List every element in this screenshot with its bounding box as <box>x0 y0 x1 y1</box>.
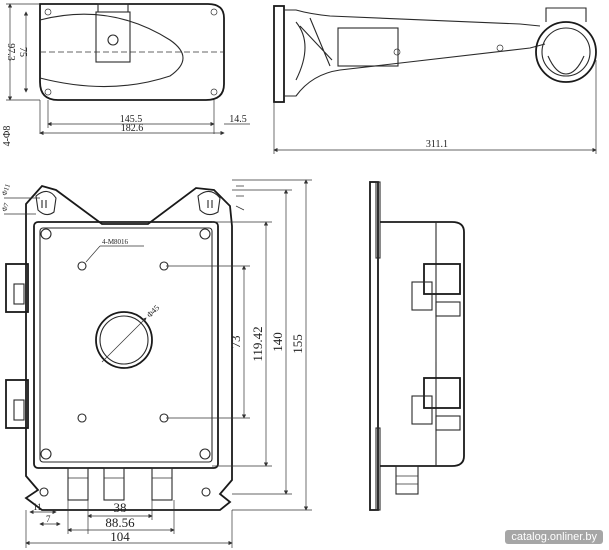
plan-bolt-hole <box>210 8 218 16</box>
left-clamp-top <box>5 263 29 313</box>
plan-outline <box>39 3 225 101</box>
arm-body <box>284 9 546 97</box>
dim-hole-11: Φ11 <box>0 182 12 196</box>
dim-7: 7 <box>46 514 51 524</box>
dim-88-56: 88.56 <box>105 515 135 530</box>
top-plan-view: 97.3 75 4-Φ8 145.5 182.6 14.5 <box>2 3 250 147</box>
dim-145-5: 145.5 <box>120 114 143 125</box>
side-flange-top <box>375 181 381 259</box>
left-ear <box>35 190 57 216</box>
box-side-view <box>369 181 465 511</box>
mount-hole <box>77 413 87 423</box>
mount-hole <box>77 261 87 271</box>
side-gland <box>395 465 419 495</box>
right-ear <box>197 190 221 216</box>
dim-75: 75 <box>17 47 28 57</box>
dim-140: 140 <box>270 332 285 352</box>
plan-bolt-hole <box>44 88 52 96</box>
arm-rib <box>295 17 333 81</box>
watermark: catalog.onliner.by <box>505 530 603 544</box>
side-box-body <box>380 221 465 467</box>
left-clamp-bottom <box>5 379 29 429</box>
center-hole-inner <box>99 315 149 365</box>
corner-screw <box>40 448 52 460</box>
dim-bolt-dia: 4-Φ8 <box>2 126 13 147</box>
arm-screw <box>496 44 504 52</box>
dim-center-hole: Φ45 <box>145 303 161 319</box>
plan-bolt-hole <box>44 8 52 16</box>
corner-screw <box>199 228 211 240</box>
cable-glands <box>39 467 211 501</box>
box-inner <box>39 227 213 463</box>
screw-spec: 4-M8016 <box>102 238 129 246</box>
center-hole <box>95 311 153 369</box>
dim-182-6: 182.6 <box>121 123 144 134</box>
dim-73: 73 <box>228 336 243 349</box>
side-clamp-bottom <box>411 377 461 431</box>
plan-latch-tab <box>97 3 129 12</box>
side-clamp-top <box>411 263 461 317</box>
dim-38: 38 <box>114 500 127 515</box>
arm-screw <box>393 48 401 56</box>
arm-ring-inner <box>541 27 591 77</box>
plan-latch-screw <box>107 34 119 46</box>
arm-side-view: 311.1 <box>273 5 597 154</box>
side-flange-bottom <box>375 427 381 511</box>
dim-155: 155 <box>290 334 305 354</box>
arm-label-plate <box>337 27 399 67</box>
dim-14-5: 14.5 <box>229 114 247 125</box>
box-front-view: Φ45 4-M8016 Φ11 Φ7 <box>0 179 312 548</box>
arm-ring <box>535 21 597 83</box>
arm-wall-plate <box>273 5 285 103</box>
dim-97-3: 97.3 <box>5 43 16 61</box>
plan-tongue <box>39 13 184 88</box>
dim-104: 104 <box>110 529 130 544</box>
dim-119-42: 119.42 <box>250 326 265 361</box>
dim-311-1: 311.1 <box>426 139 448 150</box>
corner-screw <box>199 448 211 460</box>
side-back-plate <box>369 181 379 511</box>
box-body <box>33 221 219 469</box>
corner-screw <box>40 228 52 240</box>
dim-11: 11 <box>33 502 42 512</box>
box-back-plate <box>24 184 233 511</box>
plan-latch <box>95 11 131 63</box>
plan-bolt-hole <box>210 88 218 96</box>
arm-ring-top <box>545 7 587 22</box>
dim-hole-7: Φ7 <box>0 201 11 212</box>
